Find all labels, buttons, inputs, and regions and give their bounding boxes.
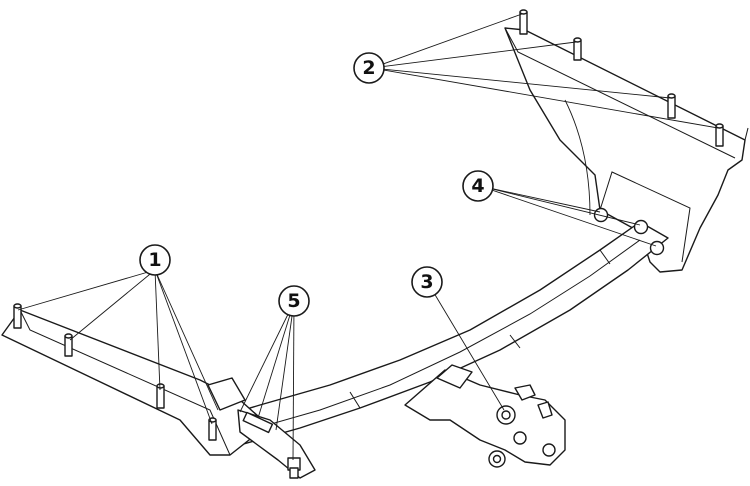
callout-5-label: 5 (287, 290, 300, 312)
right-bracket-studs (519, 9, 724, 147)
stud (13, 303, 22, 329)
leader-lines (17, 13, 719, 461)
stud (519, 9, 528, 35)
tow-ball-mount (404, 364, 566, 468)
stud (208, 417, 217, 441)
callout-1-label: 1 (148, 249, 161, 271)
main-cross-beam (209, 221, 669, 446)
stud (156, 383, 165, 409)
callout-3-label: 3 (420, 271, 433, 293)
left-bracket-studs (13, 303, 217, 441)
callout-2-label: 2 (362, 57, 375, 79)
callout-5: 5 (278, 285, 310, 317)
stud (715, 123, 724, 147)
stud (573, 37, 582, 61)
callout-3: 3 (411, 266, 443, 298)
stud (667, 93, 676, 119)
callout-4-label: 4 (471, 175, 484, 197)
stud (64, 333, 73, 357)
callout-2: 2 (353, 52, 385, 84)
callout-4: 4 (462, 170, 494, 202)
right-mounting-bracket (504, 27, 749, 273)
callout-1: 1 (139, 244, 171, 276)
hex-nut (287, 457, 301, 479)
right-end-bolts (593, 207, 665, 256)
left-end-plates (207, 377, 316, 479)
